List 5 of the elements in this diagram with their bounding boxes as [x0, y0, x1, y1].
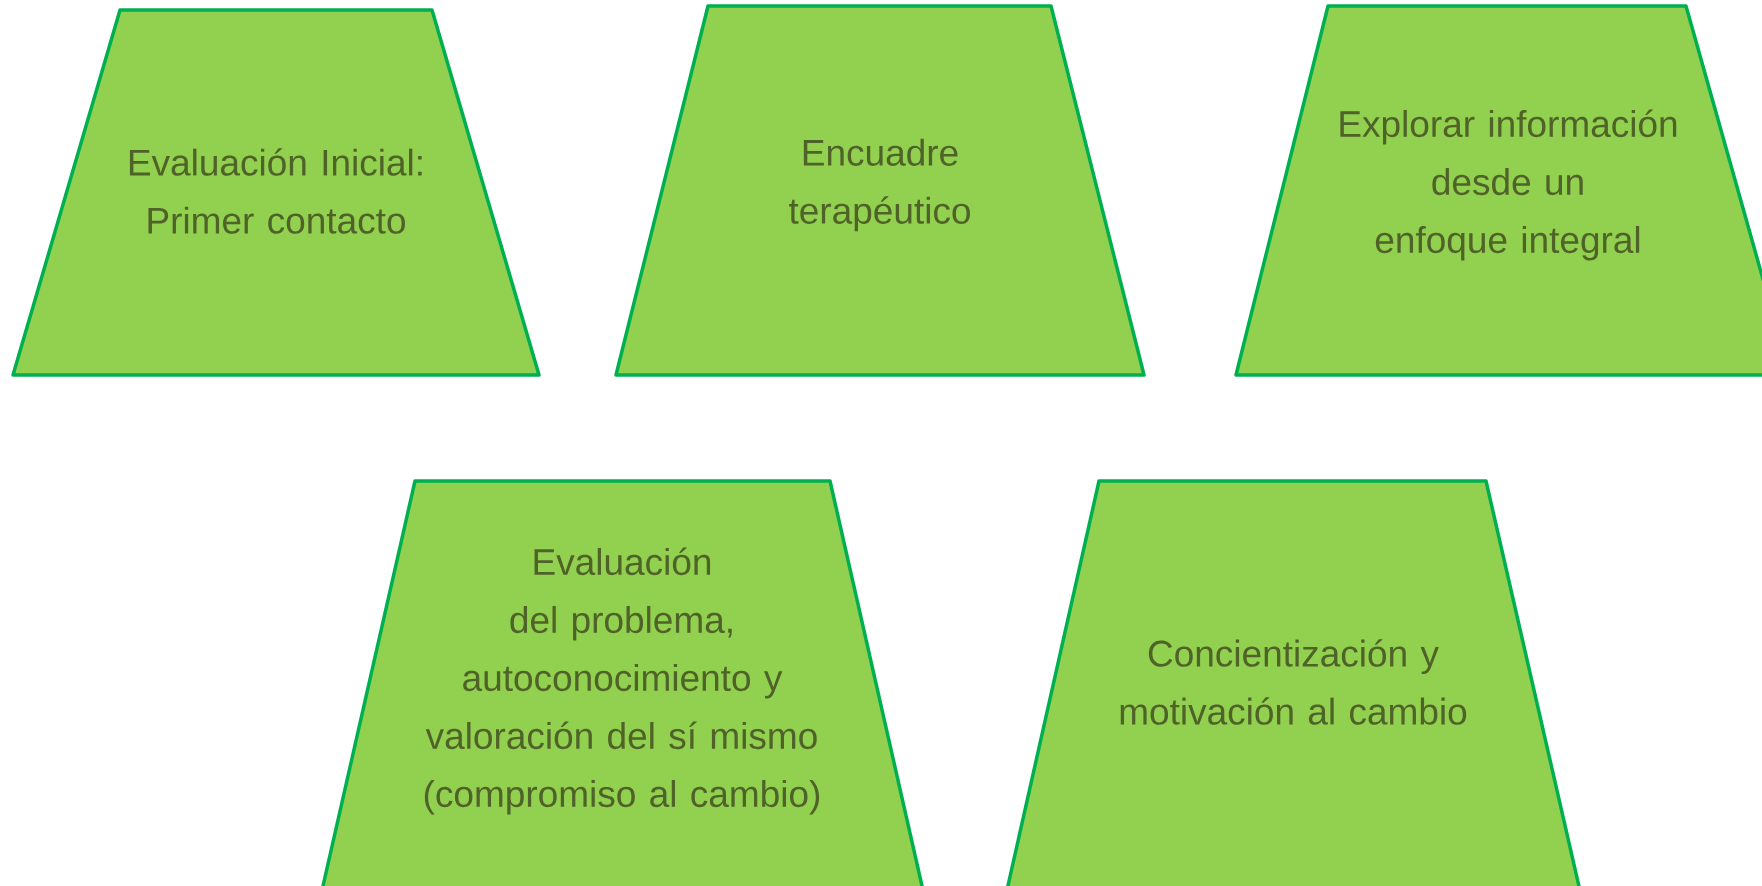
trapezoid-box: Evaluación del problema, autoconocimiento y valoración del sí mismo (compromiso al cambio)	[311, 479, 934, 886]
trapezoid-box: Concientización y motivación al cambio	[996, 479, 1591, 886]
trapezoid-box: Encuadre terapéutico	[614, 4, 1146, 377]
trapezoid-box: Evaluación Inicial: Primer contacto	[11, 8, 541, 377]
trapezoid-box: Explorar información desde un enfoque integral	[1234, 4, 1762, 377]
